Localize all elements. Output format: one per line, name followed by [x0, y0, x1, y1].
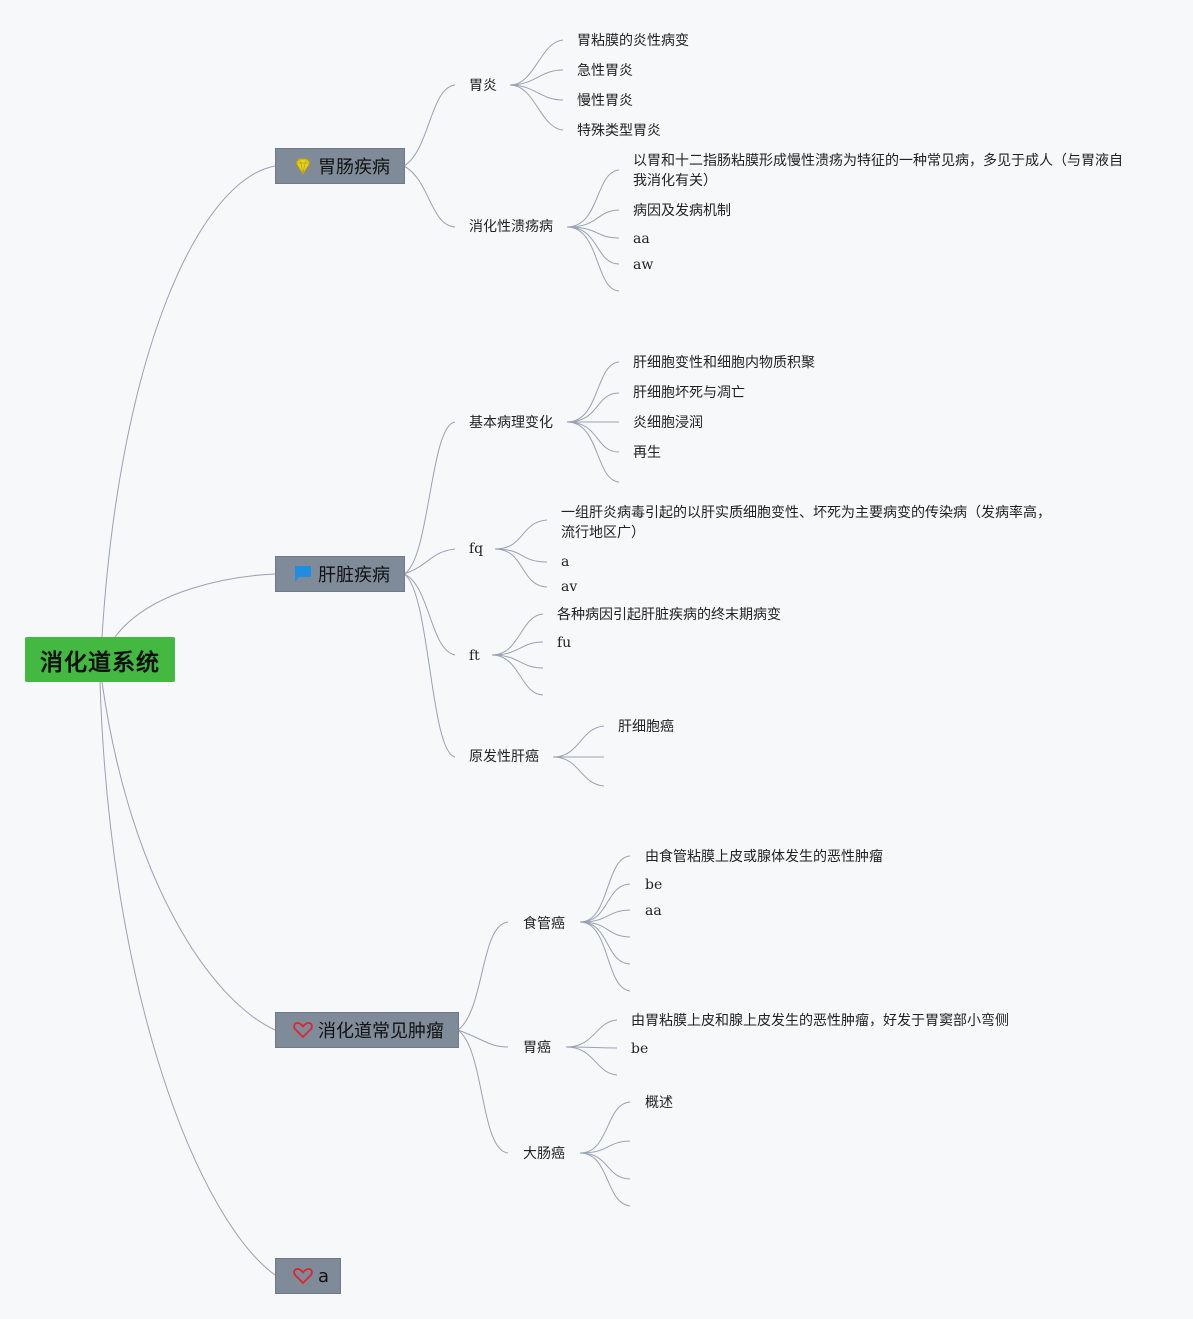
- leaf-item[interactable]: 病因及发病机制: [633, 203, 731, 219]
- connector-root-a: [99, 681, 276, 1276]
- leaf-item[interactable]: aw: [633, 257, 654, 273]
- branch-gi-diseases[interactable]: 胃肠疾病: [275, 148, 405, 184]
- subtopic-gastric-cancer[interactable]: 胃癌: [523, 1040, 551, 1056]
- branch-label: 消化道常见肿瘤: [318, 1021, 444, 1042]
- leaf-item[interactable]: aa: [633, 231, 650, 247]
- subtopic-esophageal-cancer[interactable]: 食管癌: [523, 916, 565, 932]
- leaf-item[interactable]: 胃粘膜的炎性病变: [577, 33, 689, 49]
- subtopic-peptic-ulcer[interactable]: 消化性溃疡病: [469, 219, 553, 235]
- branch-liver-diseases[interactable]: 肝脏疾病: [275, 556, 405, 592]
- connector-root-gi: [101, 165, 276, 638]
- branch-a[interactable]: a: [275, 1258, 341, 1294]
- branch-gi-tumors[interactable]: 消化道常见肿瘤: [275, 1012, 459, 1048]
- leaf-item[interactable]: 急性胃炎: [577, 63, 633, 79]
- leaf-item[interactable]: 慢性胃炎: [577, 93, 633, 109]
- root-node[interactable]: 消化道系统: [25, 637, 175, 682]
- leaf-item[interactable]: 再生: [633, 445, 661, 461]
- subtopic-gastritis[interactable]: 胃炎: [469, 78, 497, 94]
- flag-icon: [292, 563, 314, 585]
- leaf-item[interactable]: 肝细胞癌: [618, 719, 674, 735]
- heart-icon: [292, 1019, 314, 1041]
- root-label: 消化道系统: [40, 649, 160, 676]
- gem-icon: [292, 155, 314, 177]
- leaf-item[interactable]: 概述: [645, 1095, 673, 1111]
- leaf-item[interactable]: 肝细胞坏死与凋亡: [633, 385, 745, 401]
- leaf-item[interactable]: 各种病因引起肝脏疾病的终末期病变: [557, 607, 781, 623]
- leaf-item[interactable]: 特殊类型胃炎: [577, 123, 661, 139]
- leaf-item[interactable]: fu: [557, 635, 572, 651]
- connector-root-liver: [114, 573, 276, 638]
- leaf-item[interactable]: av: [561, 579, 578, 595]
- subtopic-colorectal-cancer[interactable]: 大肠癌: [523, 1146, 565, 1162]
- connector-root-tumor: [101, 681, 276, 1031]
- heart-icon: [292, 1265, 314, 1287]
- leaf-item[interactable]: 由胃粘膜上皮和腺上皮发生的恶性肿瘤，好发于胃窦部小弯侧: [631, 1013, 1009, 1029]
- leaf-item[interactable]: aa: [645, 903, 662, 919]
- leaf-item[interactable]: 炎细胞浸润: [633, 415, 703, 431]
- subtopic-primary-liver-cancer[interactable]: 原发性肝癌: [469, 749, 539, 765]
- branch-label: 肝脏疾病: [318, 565, 390, 586]
- leaf-item[interactable]: a: [561, 554, 570, 570]
- subtopic-ft[interactable]: ft: [469, 648, 480, 664]
- branch-label: a: [318, 1265, 330, 1287]
- leaf-item[interactable]: 以胃和十二指肠粘膜形成慢性溃疡为特征的一种常见病，多见于成人（与胃液自我消化有关…: [633, 153, 1123, 189]
- leaf-item[interactable]: be: [645, 877, 663, 893]
- subtopic-fq[interactable]: fq: [469, 541, 484, 557]
- leaf-item[interactable]: 一组肝炎病毒引起的以肝实质细胞变性、坏死为主要病变的传染病（发病率高，流行地区广…: [561, 505, 1051, 541]
- branch-label: 胃肠疾病: [318, 157, 390, 178]
- leaf-item[interactable]: 肝细胞变性和细胞内物质积聚: [633, 355, 815, 371]
- leaf-item[interactable]: be: [631, 1041, 649, 1057]
- leaf-item[interactable]: 由食管粘膜上皮或腺体发生的恶性肿瘤: [645, 849, 883, 865]
- subtopic-basic-pathology[interactable]: 基本病理变化: [469, 415, 553, 431]
